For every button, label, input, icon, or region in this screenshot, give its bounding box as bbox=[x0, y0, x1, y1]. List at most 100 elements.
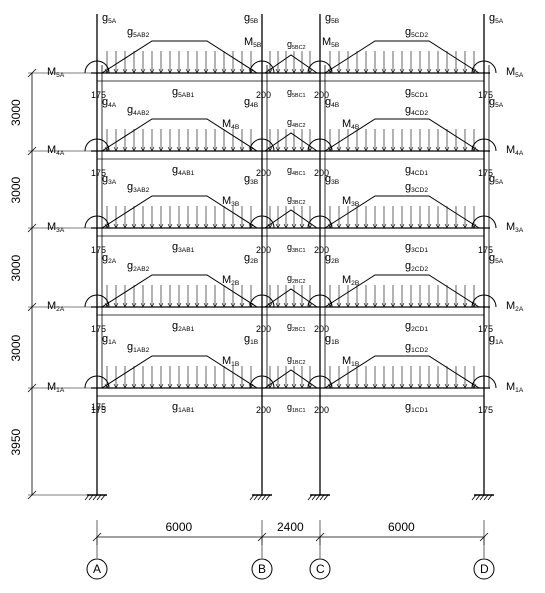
arrow-head bbox=[131, 383, 137, 389]
arrow-head bbox=[390, 68, 396, 74]
moment-arc bbox=[249, 138, 275, 152]
arrow-head bbox=[345, 302, 351, 308]
arrow-head bbox=[212, 223, 218, 229]
arrow-head bbox=[158, 223, 164, 229]
arrow-head bbox=[131, 68, 137, 74]
arrow-head bbox=[158, 68, 164, 74]
arrow-head bbox=[363, 223, 369, 229]
arrow-head bbox=[299, 383, 305, 389]
point-load-b: g1B bbox=[244, 333, 259, 346]
arrow-head bbox=[267, 302, 273, 308]
support-hatch bbox=[319, 494, 325, 501]
triangle-load-bc bbox=[264, 209, 318, 229]
arrow-head bbox=[167, 68, 173, 74]
load-label-ab1: g4AB1 bbox=[172, 164, 195, 177]
axis-bubble-B bbox=[251, 558, 273, 580]
load-label-ab2: g5AB2 bbox=[127, 26, 150, 39]
arrow-head bbox=[453, 302, 459, 308]
arrow-head bbox=[185, 68, 191, 74]
trapezoid-load-ab bbox=[101, 274, 258, 308]
arrow-head bbox=[363, 68, 369, 74]
load-label-bc1: g2BC1 bbox=[287, 321, 306, 333]
offset-base-a: 175 bbox=[91, 402, 106, 412]
span-dimension-0: 6000 bbox=[166, 520, 193, 534]
point-load-c: g5B bbox=[325, 12, 340, 25]
arrow-head bbox=[381, 68, 387, 74]
arrow-head bbox=[453, 68, 459, 74]
triangle-load-bc bbox=[264, 288, 318, 308]
arrow-head bbox=[267, 223, 273, 229]
trapezoid-load-ab bbox=[101, 195, 258, 229]
triangle-load-bc bbox=[264, 369, 318, 389]
arrow-head bbox=[122, 223, 128, 229]
offset-175-left: 175 bbox=[91, 245, 106, 255]
moment-arc bbox=[471, 215, 497, 229]
arrow-head bbox=[221, 383, 227, 389]
point-load-a: g1A bbox=[102, 333, 117, 346]
offset-175-left: 175 bbox=[91, 405, 106, 415]
point-load-d: g1A bbox=[489, 333, 504, 346]
arrow-head bbox=[283, 146, 289, 152]
arrow-head bbox=[203, 146, 209, 152]
arrow-head bbox=[462, 146, 468, 152]
arrow-head bbox=[203, 302, 209, 308]
trapezoid-load-cd bbox=[324, 274, 480, 308]
load-label-ab1: g1AB1 bbox=[172, 401, 195, 414]
load-label-cd1: g3CD1 bbox=[405, 241, 428, 254]
arrow-head bbox=[299, 223, 305, 229]
arrow-head bbox=[185, 383, 191, 389]
arrow-head bbox=[131, 302, 137, 308]
arrow-head bbox=[417, 68, 423, 74]
arrow-head bbox=[248, 68, 254, 74]
arrow-head bbox=[149, 146, 155, 152]
moment-label-left: M1A bbox=[47, 381, 65, 394]
load-label-cd1: g4CD1 bbox=[405, 164, 428, 177]
moment-arc bbox=[307, 375, 333, 389]
arrow-head bbox=[221, 223, 227, 229]
offset-200-c: 200 bbox=[314, 324, 329, 334]
moment-arc bbox=[307, 60, 333, 74]
arrow-head bbox=[167, 383, 173, 389]
offset-175-left: 175 bbox=[91, 90, 106, 100]
span-dimension-1: 2400 bbox=[277, 520, 304, 534]
arrow-head bbox=[239, 383, 245, 389]
arrow-head bbox=[267, 146, 273, 152]
arrow-head bbox=[372, 68, 378, 74]
support-hatch bbox=[261, 494, 267, 501]
arrow-head bbox=[408, 146, 414, 152]
point-load-b: g3B bbox=[244, 173, 259, 186]
arrow-head bbox=[221, 68, 227, 74]
arrow-head bbox=[267, 68, 273, 74]
arrow-head bbox=[381, 302, 387, 308]
moment-label-left: M3A bbox=[47, 221, 65, 234]
load-label-cd2: g2CD2 bbox=[405, 260, 428, 273]
arrow-head bbox=[381, 223, 387, 229]
support-hatch bbox=[475, 494, 481, 501]
arrow-head bbox=[426, 302, 432, 308]
offset-175-right: 175 bbox=[478, 168, 493, 178]
support-hatch bbox=[88, 494, 94, 501]
load-label-bc1: g3BC1 bbox=[287, 242, 306, 254]
arrow-head bbox=[122, 302, 128, 308]
arrow-head bbox=[248, 302, 254, 308]
arrow-head bbox=[185, 146, 191, 152]
arrow-head bbox=[336, 302, 342, 308]
dimension-slash bbox=[27, 223, 37, 233]
trapezoid-load-ab bbox=[101, 40, 258, 74]
moment-label-right: M2A bbox=[506, 300, 524, 313]
support-hatch bbox=[323, 494, 329, 501]
arrow-head bbox=[140, 68, 146, 74]
height-dimension-4: 3950 bbox=[9, 428, 23, 455]
arrow-head bbox=[291, 383, 297, 389]
arrow-head bbox=[230, 302, 236, 308]
trapezoid-load-ab bbox=[101, 118, 258, 152]
moment-label-right: M1A bbox=[506, 381, 524, 394]
arrow-head bbox=[239, 146, 245, 152]
arrow-head bbox=[345, 68, 351, 74]
arrow-head bbox=[113, 68, 119, 74]
support-hatch bbox=[311, 494, 317, 501]
point-load-a: g5A bbox=[102, 12, 117, 25]
arrow-head bbox=[435, 223, 441, 229]
load-label-ab2: g4AB2 bbox=[127, 104, 150, 117]
point-load-a: g4A bbox=[102, 96, 117, 109]
